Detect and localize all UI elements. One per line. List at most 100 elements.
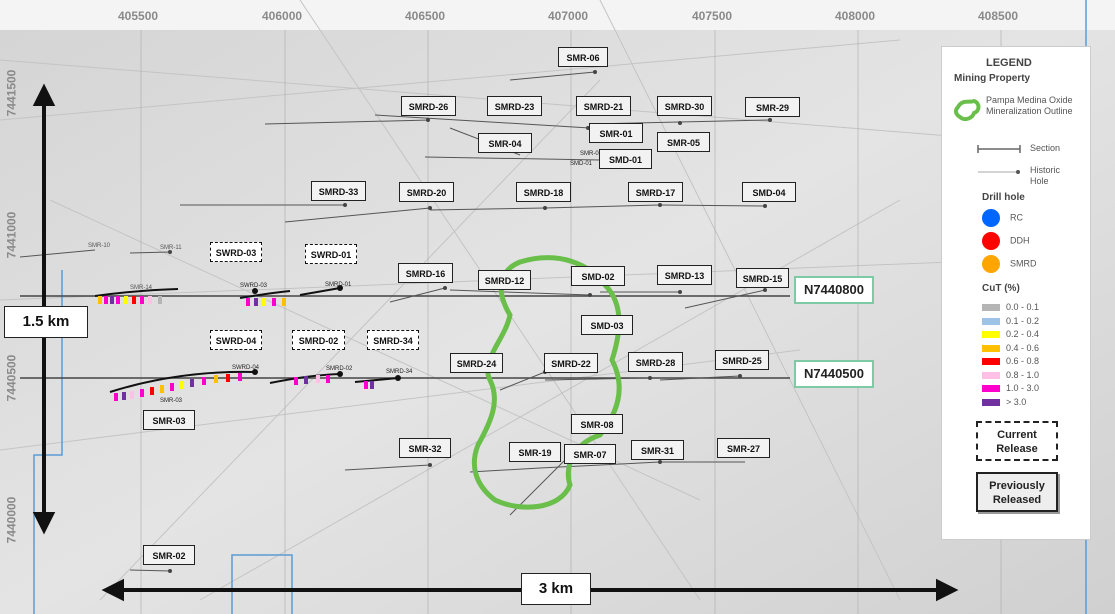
legend-cut-title: CuT (%) (982, 283, 1020, 294)
drill-label[interactable]: SMR-05 (657, 132, 710, 152)
drill-label[interactable]: SMR-31 (631, 440, 684, 460)
historic-label: SMRD-34 (386, 369, 413, 375)
x-tick: 408500 (978, 9, 1019, 23)
x-tick: 406000 (262, 9, 303, 23)
historic-label: SMR-01 (580, 151, 603, 157)
cut-class-label: 0.4 - 0.6 (1006, 342, 1040, 353)
scale-label-vertical: 1.5 km (4, 306, 88, 338)
historic-label: SMRD-01 (325, 282, 352, 288)
drill-label[interactable]: SMRD-12 (478, 270, 531, 290)
drill-label[interactable]: SMR-32 (399, 438, 451, 458)
drill-label[interactable]: SMR-27 (717, 438, 770, 458)
drill-label[interactable]: SMRD-33 (311, 181, 366, 201)
drill-label[interactable]: SMD-02 (571, 266, 625, 286)
x-tick: 405500 (118, 9, 159, 23)
swatch-icon (982, 344, 1000, 352)
cut-class-label: 1.0 - 3.0 (1006, 383, 1040, 393)
drill-label[interactable]: SMRD-23 (487, 96, 542, 116)
cut-class-label: 0.8 - 1.0 (1006, 369, 1040, 380)
drill-label[interactable]: SMRD-28 (628, 352, 683, 372)
current-release-label[interactable]: SMRD-02 (292, 330, 345, 350)
cut-class-label: > 3.0 (1006, 396, 1027, 407)
historic-label: SMD-01 (570, 161, 593, 167)
current-release-label[interactable]: SWRD-03 (210, 242, 262, 262)
drill-label[interactable]: SMR-29 (745, 97, 800, 117)
legend-ddh: DDH (1010, 235, 1030, 246)
current-release-label[interactable]: SWRD-01 (305, 244, 357, 264)
y-tick: 7441000 (4, 211, 19, 259)
swatch-icon (982, 304, 1000, 312)
legend-drill-hole: Drill hole (982, 192, 1025, 203)
legend-outline-label: Pampa Medina Oxide Mineralization Outlin… (986, 95, 1073, 116)
legend-mining-property: Mining Property (954, 73, 1031, 84)
drill-label[interactable]: SMRD-26 (401, 96, 456, 116)
drill-label[interactable]: SMD-04 (742, 182, 796, 202)
drill-label[interactable]: SMRD-21 (576, 96, 631, 116)
y-tick: 7440500 (4, 354, 19, 402)
swatch-icon (982, 317, 1000, 325)
drill-label[interactable]: SMRD-30 (657, 96, 712, 116)
drill-label[interactable]: SMRD-18 (516, 182, 571, 202)
legend-section: Section (1030, 143, 1061, 153)
legend-current-release: Current Release (976, 421, 1058, 461)
drill-label[interactable]: SMRD-24 (450, 353, 503, 373)
x-tick: 408000 (835, 9, 876, 23)
rc-dot-icon (982, 209, 1000, 227)
historic-label: SMR-11 (160, 245, 182, 251)
swatch-icon (982, 331, 1000, 339)
drill-label[interactable]: SMR-02 (143, 545, 195, 565)
drill-label[interactable]: SMD-01 (599, 149, 652, 169)
y-tick: 7441500 (4, 69, 19, 117)
swatch-icon (982, 385, 1000, 393)
outline-swatch-icon (953, 98, 981, 122)
historic-label: SWRD-04 (232, 365, 260, 371)
drill-label[interactable]: SMRD-25 (715, 350, 769, 370)
cut-class-label: 0.6 - 0.8 (1006, 356, 1040, 366)
historic-label: SMR-14 (130, 285, 153, 291)
drill-label[interactable]: SMR-04 (478, 133, 532, 153)
drill-label[interactable]: SMRD-20 (399, 182, 454, 202)
historic-hole-icon (978, 170, 1020, 174)
swatch-icon (982, 371, 1000, 379)
legend-historic-hole: Historic Hole (1030, 165, 1061, 186)
drill-label[interactable]: SMR-19 (509, 442, 561, 462)
y-tick: 7440000 (4, 496, 19, 544)
drill-label[interactable]: SMR-08 (571, 414, 623, 434)
drill-label[interactable]: SMRD-17 (628, 182, 683, 202)
x-tick: 407000 (548, 9, 589, 23)
cut-class-list: 0.0 - 0.1 0.1 - 0.2 0.2 - 0.4 0.4 - 0.6 … (982, 301, 1039, 409)
drill-label[interactable]: SMD-03 (581, 315, 633, 335)
legend-rc: RC (1010, 212, 1023, 223)
legend-smrd: SMRD (1010, 258, 1037, 269)
cut-class-label: 0.2 - 0.4 (1006, 329, 1040, 339)
swatch-icon (982, 398, 1000, 406)
smrd-dot-icon (982, 255, 1000, 273)
historic-label: SWRD-03 (240, 283, 268, 289)
drill-label[interactable]: SMR-03 (143, 410, 195, 430)
section-line-icon (977, 145, 1021, 153)
x-tick: 407500 (692, 9, 733, 23)
drill-label[interactable]: SMR-01 (589, 123, 643, 143)
section-label[interactable]: N7440500 (794, 360, 874, 388)
legend-title: LEGEND (986, 57, 1032, 69)
cut-class-label: 0.1 - 0.2 (1006, 315, 1040, 326)
legend: LEGEND Mining Property Pampa Medina Oxid… (941, 46, 1091, 540)
historic-label: SMRD-02 (326, 366, 353, 372)
drill-label[interactable]: SMR-07 (564, 444, 616, 464)
swatch-icon (982, 358, 1000, 366)
cut-class-label: 0.0 - 0.1 (1006, 302, 1040, 312)
current-release-label[interactable]: SWRD-04 (210, 330, 262, 350)
scale-label-horizontal: 3 km (521, 573, 591, 605)
legend-previously-released: Previously Released (976, 472, 1058, 512)
drill-label[interactable]: SMRD-16 (398, 263, 453, 283)
x-tick: 406500 (405, 9, 446, 23)
drill-label[interactable]: SMRD-13 (657, 265, 712, 285)
drill-label[interactable]: SMRD-15 (736, 268, 789, 288)
historic-label: SMR-10 (88, 243, 111, 249)
drill-label[interactable]: SMRD-22 (544, 353, 598, 373)
current-release-label[interactable]: SMRD-34 (367, 330, 419, 350)
drill-label[interactable]: SMR-06 (558, 47, 608, 67)
section-label[interactable]: N7440800 (794, 276, 874, 304)
historic-label: SMR-03 (160, 398, 183, 404)
